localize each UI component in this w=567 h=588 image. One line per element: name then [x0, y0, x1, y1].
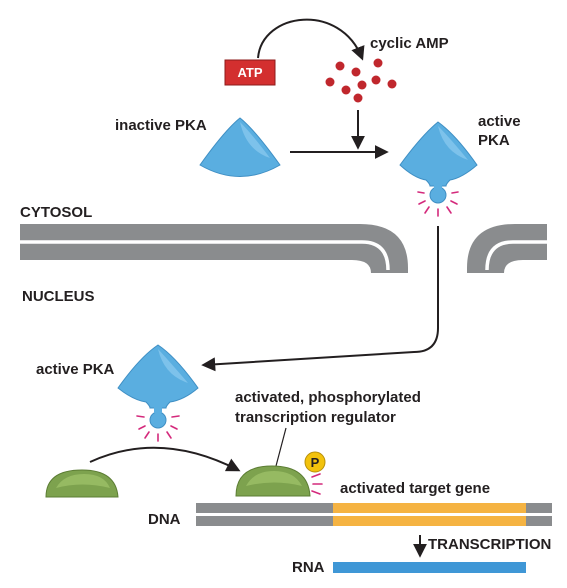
regulator-activity-rays	[311, 473, 323, 495]
inactive-pka-label: inactive PKA	[115, 117, 207, 134]
cytosol-label: CYTOSOL	[20, 204, 92, 221]
transcription-label: TRANSCRIPTION	[428, 536, 551, 553]
phosphate-label: P	[311, 455, 320, 470]
active-pka-nucleus-shape	[117, 344, 199, 429]
inactive-regulator-shape	[45, 469, 119, 498]
regulator-label-line1: activated, phosphorylated	[235, 389, 421, 406]
active-pka-cytosol-activity-rays	[417, 191, 459, 217]
rna-strand	[333, 562, 526, 573]
regulator-label-leader	[275, 427, 287, 467]
cyclic-amp-molecules	[325, 58, 397, 103]
dna-label: DNA	[148, 511, 181, 528]
regulator-label-line2: transcription regulator	[235, 409, 396, 426]
target-gene-region	[333, 503, 526, 526]
activated-regulator-shape	[235, 465, 311, 497]
active-pka-nucleus-label: active PKA	[36, 361, 115, 378]
inactive-pka-shape	[199, 117, 281, 177]
atp-box: ATP	[224, 59, 276, 86]
cyclic-amp-label: cyclic AMP	[370, 35, 449, 52]
pka-nuclear-entry-arrow	[201, 226, 439, 372]
nuclear-envelope-right	[467, 224, 547, 273]
active-pka-label-line2: PKA	[478, 132, 510, 149]
atp-to-camp-arrow	[257, 18, 365, 61]
regulator-activation-arrow	[89, 446, 241, 472]
nucleus-label: NUCLEUS	[22, 288, 95, 305]
active-pka-label-line1: active	[478, 113, 521, 130]
phosphate-badge: P	[304, 451, 326, 473]
nuclear-envelope-left	[20, 224, 408, 273]
target-gene-label: activated target gene	[340, 480, 490, 497]
rna-label: RNA	[292, 559, 325, 576]
active-pka-cytosol-shape	[399, 121, 478, 204]
atp-label: ATP	[237, 65, 262, 80]
active-pka-nucleus-activity-rays	[136, 415, 180, 442]
